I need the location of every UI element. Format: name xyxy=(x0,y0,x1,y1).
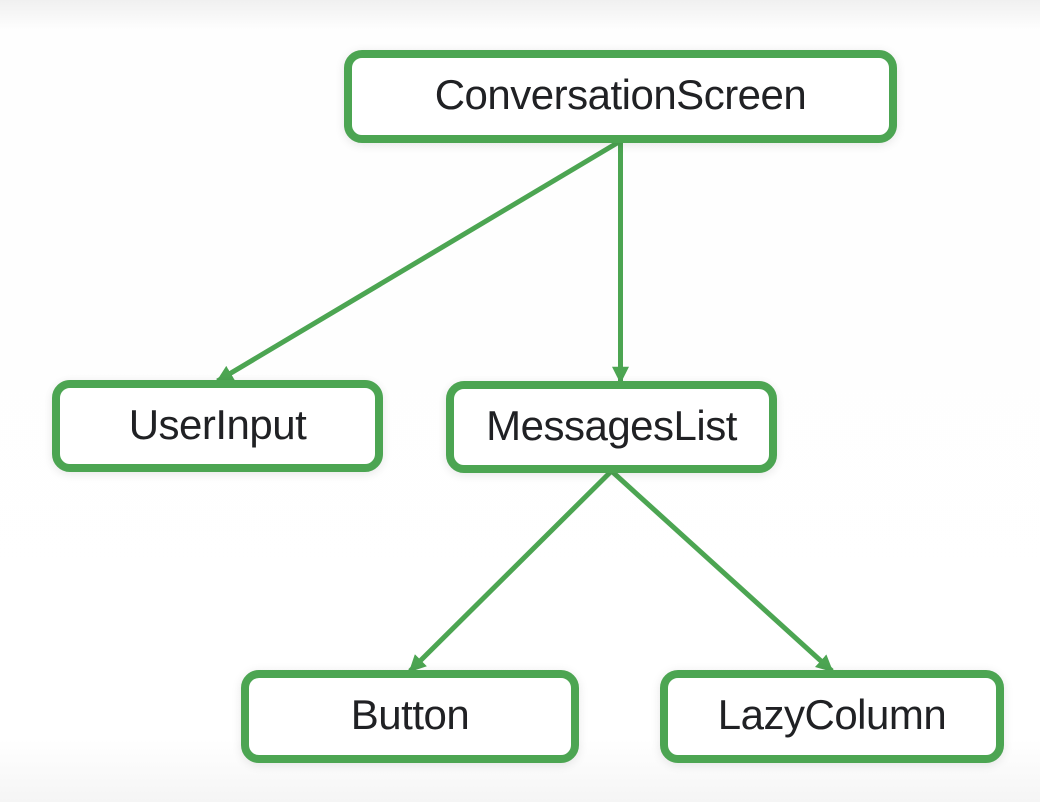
node-button: Button xyxy=(241,670,579,763)
node-conversation-screen-label: ConversationScreen xyxy=(434,71,807,118)
node-lazy-column-label: LazyColumn xyxy=(717,691,947,738)
edge-messages_list-to-button xyxy=(408,469,614,673)
node-messages-list-label: MessagesList xyxy=(486,401,737,449)
edge-conversation_screen-to-user_input xyxy=(216,138,622,384)
edge-group xyxy=(216,138,834,673)
node-user-input: UserInput xyxy=(52,380,383,472)
edge-messages_list-to-lazy_column xyxy=(609,469,834,673)
node-button-label: Button xyxy=(350,691,470,738)
node-lazy-column: LazyColumn xyxy=(660,670,1004,763)
node-conversation-screen: ConversationScreen xyxy=(344,50,897,143)
node-user-input-label: UserInput xyxy=(128,400,307,448)
node-messages-list: MessagesList xyxy=(446,381,777,473)
